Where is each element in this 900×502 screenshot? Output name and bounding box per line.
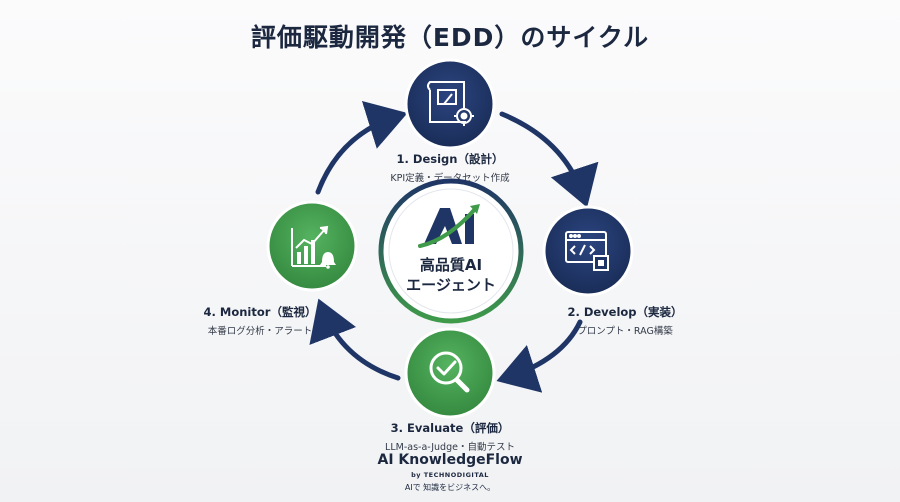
evaluate-label: 3. Evaluate（評価） LLM-as-a-Judge・自動テスト: [330, 420, 570, 453]
blueprint-gear-icon: [427, 81, 474, 126]
chart-bell-icon: [291, 225, 336, 269]
develop-label: 2. Develop（実装） プロンプト・RAG構築: [505, 304, 745, 337]
arrow-monitor-to-design: [315, 101, 408, 195]
brand-name: AI KnowledgeFlow: [377, 452, 523, 468]
design-label: 1. Design（設計） KPI定義・データセット作成: [330, 151, 570, 184]
design-desc: KPI定義・データセット作成: [390, 173, 510, 184]
arrow-design-to-develop: [499, 111, 599, 208]
magnifier-check-icon: [429, 351, 470, 393]
design-title: 1. Design（設計）: [396, 152, 504, 166]
evaluate-desc: LLM-as-a-Judge・自動テスト: [385, 442, 515, 453]
monitor-desc: 本番ログ分析・アラート: [207, 326, 313, 337]
design-node: [404, 58, 496, 150]
code-chip-icon: [565, 231, 609, 271]
develop-node: [542, 205, 634, 297]
evaluate-node: [404, 327, 496, 419]
page-title: 評価駆動開発（EDD）のサイクル: [250, 23, 650, 52]
monitor-label: 4. Monitor（監視） 本番ログ分析・アラート: [140, 304, 380, 337]
monitor-node: [266, 200, 358, 292]
arrow-evaluate-to-monitor: [309, 298, 401, 381]
center-line1: 高品質AI: [420, 256, 482, 274]
brand-byline: by TECHNODIGITAL: [411, 471, 489, 479]
brand-tagline: AIで 知識をビジネスへ。: [404, 483, 496, 492]
develop-desc: プロンプト・RAG構築: [577, 326, 673, 337]
develop-title: 2. Develop（実装）: [567, 305, 683, 319]
center-hub: 高品質AI エージェント: [378, 178, 524, 324]
evaluate-title: 3. Evaluate（評価）: [390, 421, 510, 435]
center-line2: エージェント: [406, 276, 496, 294]
arrow-develop-to-evaluate: [496, 319, 583, 393]
monitor-title: 4. Monitor（監視）: [203, 305, 317, 319]
ai-logo-icon: [418, 204, 480, 248]
